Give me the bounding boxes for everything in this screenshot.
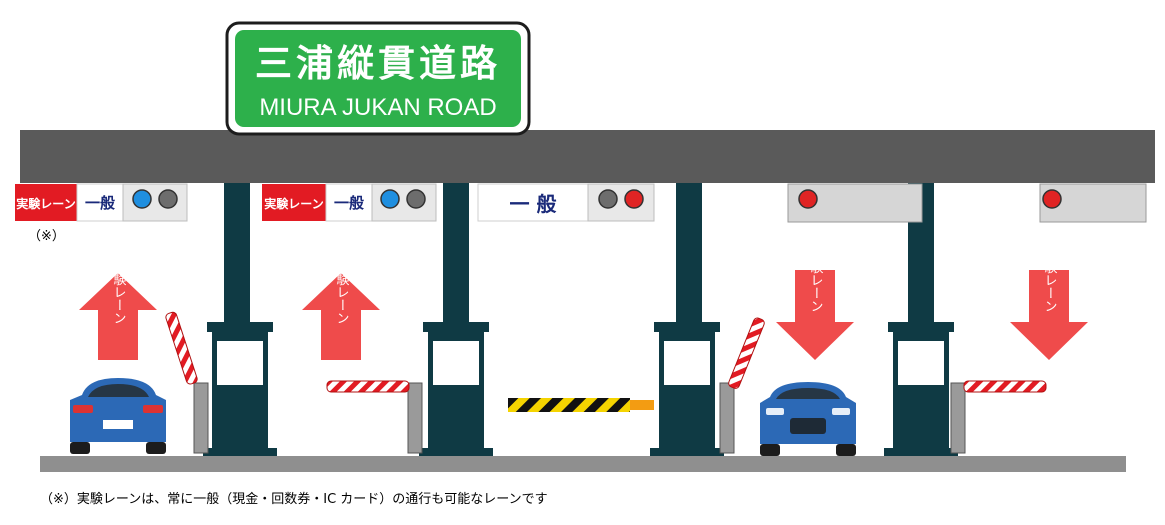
arrow-up-icon: 実験レーン: [79, 259, 157, 360]
note-marker: （※）: [28, 229, 65, 244]
lane-2-signal: 実験レーン 一般: [262, 183, 437, 222]
gate-post: [950, 382, 966, 454]
arrow-down-icon: 実験レーン: [1010, 247, 1088, 360]
gate-post: [193, 382, 209, 454]
general-lane-label: 一般: [334, 194, 364, 212]
footnote: （※）実験レーンは、常に一般（現金・回数券・IC カード）の通行も可能なレーンで…: [40, 492, 548, 507]
traffic-light-icon: [624, 189, 644, 209]
gate-bar-icon: [630, 400, 654, 410]
arrow-label: 実験レーン: [1042, 247, 1058, 313]
traffic-light-icon: [380, 189, 400, 209]
arrow-label: 実験レーン: [111, 259, 127, 325]
gate-bar-icon: [165, 311, 198, 385]
traffic-light-icon: [406, 189, 426, 209]
arrow-up-icon: 実験レーン: [302, 259, 380, 360]
pillar: [224, 183, 250, 323]
lane-5-signal: [1039, 183, 1147, 223]
gate-bar-icon: [963, 380, 1047, 393]
traffic-light-icon: [132, 189, 152, 209]
general-lane-label: 一 般: [510, 192, 557, 216]
road-surface: [40, 456, 1126, 472]
gate-bar-icon: [326, 380, 410, 393]
traffic-light-icon: [798, 189, 818, 209]
arrow-down-icon: 実験レーン: [776, 247, 854, 360]
toll-booth: [419, 322, 493, 456]
general-lane-label: 一般: [85, 194, 115, 212]
lane-4-signal: [787, 183, 923, 223]
gate-post: [407, 382, 423, 454]
arrow-label: 実験レーン: [808, 247, 824, 313]
gate-post: [719, 382, 735, 454]
lane-1-signal: 実験レーン 一般: [15, 183, 188, 222]
experimental-lane-label: 実験レーン: [264, 196, 323, 211]
road-sign-title-jp: 三浦縦貫道路: [255, 42, 501, 85]
traffic-light-icon: [158, 189, 178, 209]
pillar: [676, 183, 702, 323]
gate-bar-icon: [508, 398, 630, 412]
toll-booth: [203, 322, 277, 456]
road-sign-title-en: MIURA JUKAN ROAD: [259, 94, 496, 121]
arrow-label: 実験レーン: [334, 259, 350, 325]
toll-booth: [650, 322, 724, 456]
gate-bar-icon: [728, 317, 765, 389]
car-icon: [760, 382, 856, 456]
experimental-lane-label: 実験レーン: [16, 196, 75, 211]
canopy: [20, 130, 1155, 183]
lane-3-signal: 一 般: [477, 183, 655, 222]
toll-booth: [884, 322, 958, 456]
road-sign: 三浦縦貫道路 MIURA JUKAN ROAD: [225, 21, 531, 136]
car-icon: [70, 378, 166, 454]
traffic-light-icon: [1042, 189, 1062, 209]
pillar: [443, 183, 469, 323]
traffic-light-icon: [598, 189, 618, 209]
